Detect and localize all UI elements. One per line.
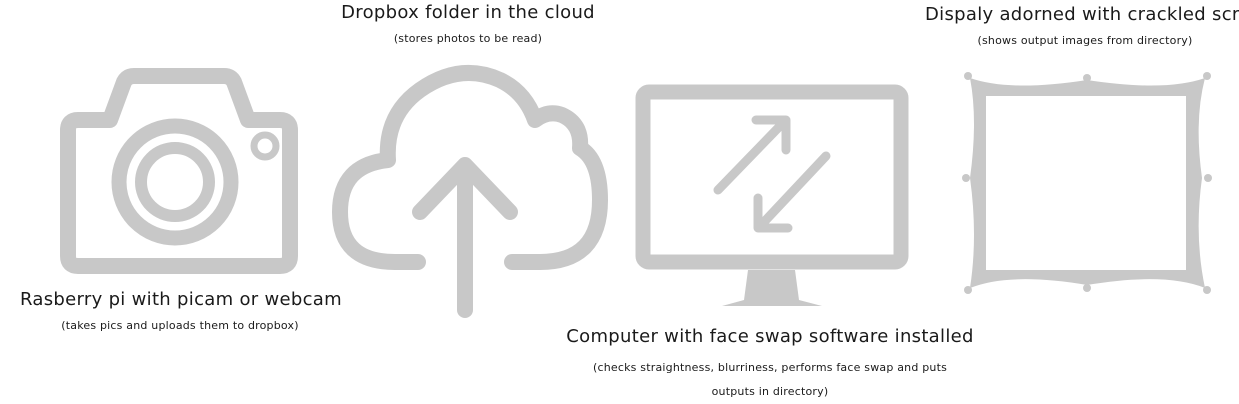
display-node-caption: (shows output images from directory): [977, 34, 1193, 47]
camera-node-title: Rasberry pi with picam or webcam: [20, 289, 342, 310]
computer-node-title: Computer with face swap software install…: [566, 326, 974, 347]
cloud-node-caption: (stores photos to be read): [393, 32, 543, 45]
camera-node-caption: (takes pics and uploads them to dropbox): [61, 319, 299, 332]
cloud-node-title: Dropbox folder in the cloud: [341, 2, 595, 23]
display-node-title: Dispaly adorned with crackled screen: [925, 4, 1239, 25]
computer-node-caption: (checks straightness, blurriness, perfor…: [592, 361, 948, 398]
